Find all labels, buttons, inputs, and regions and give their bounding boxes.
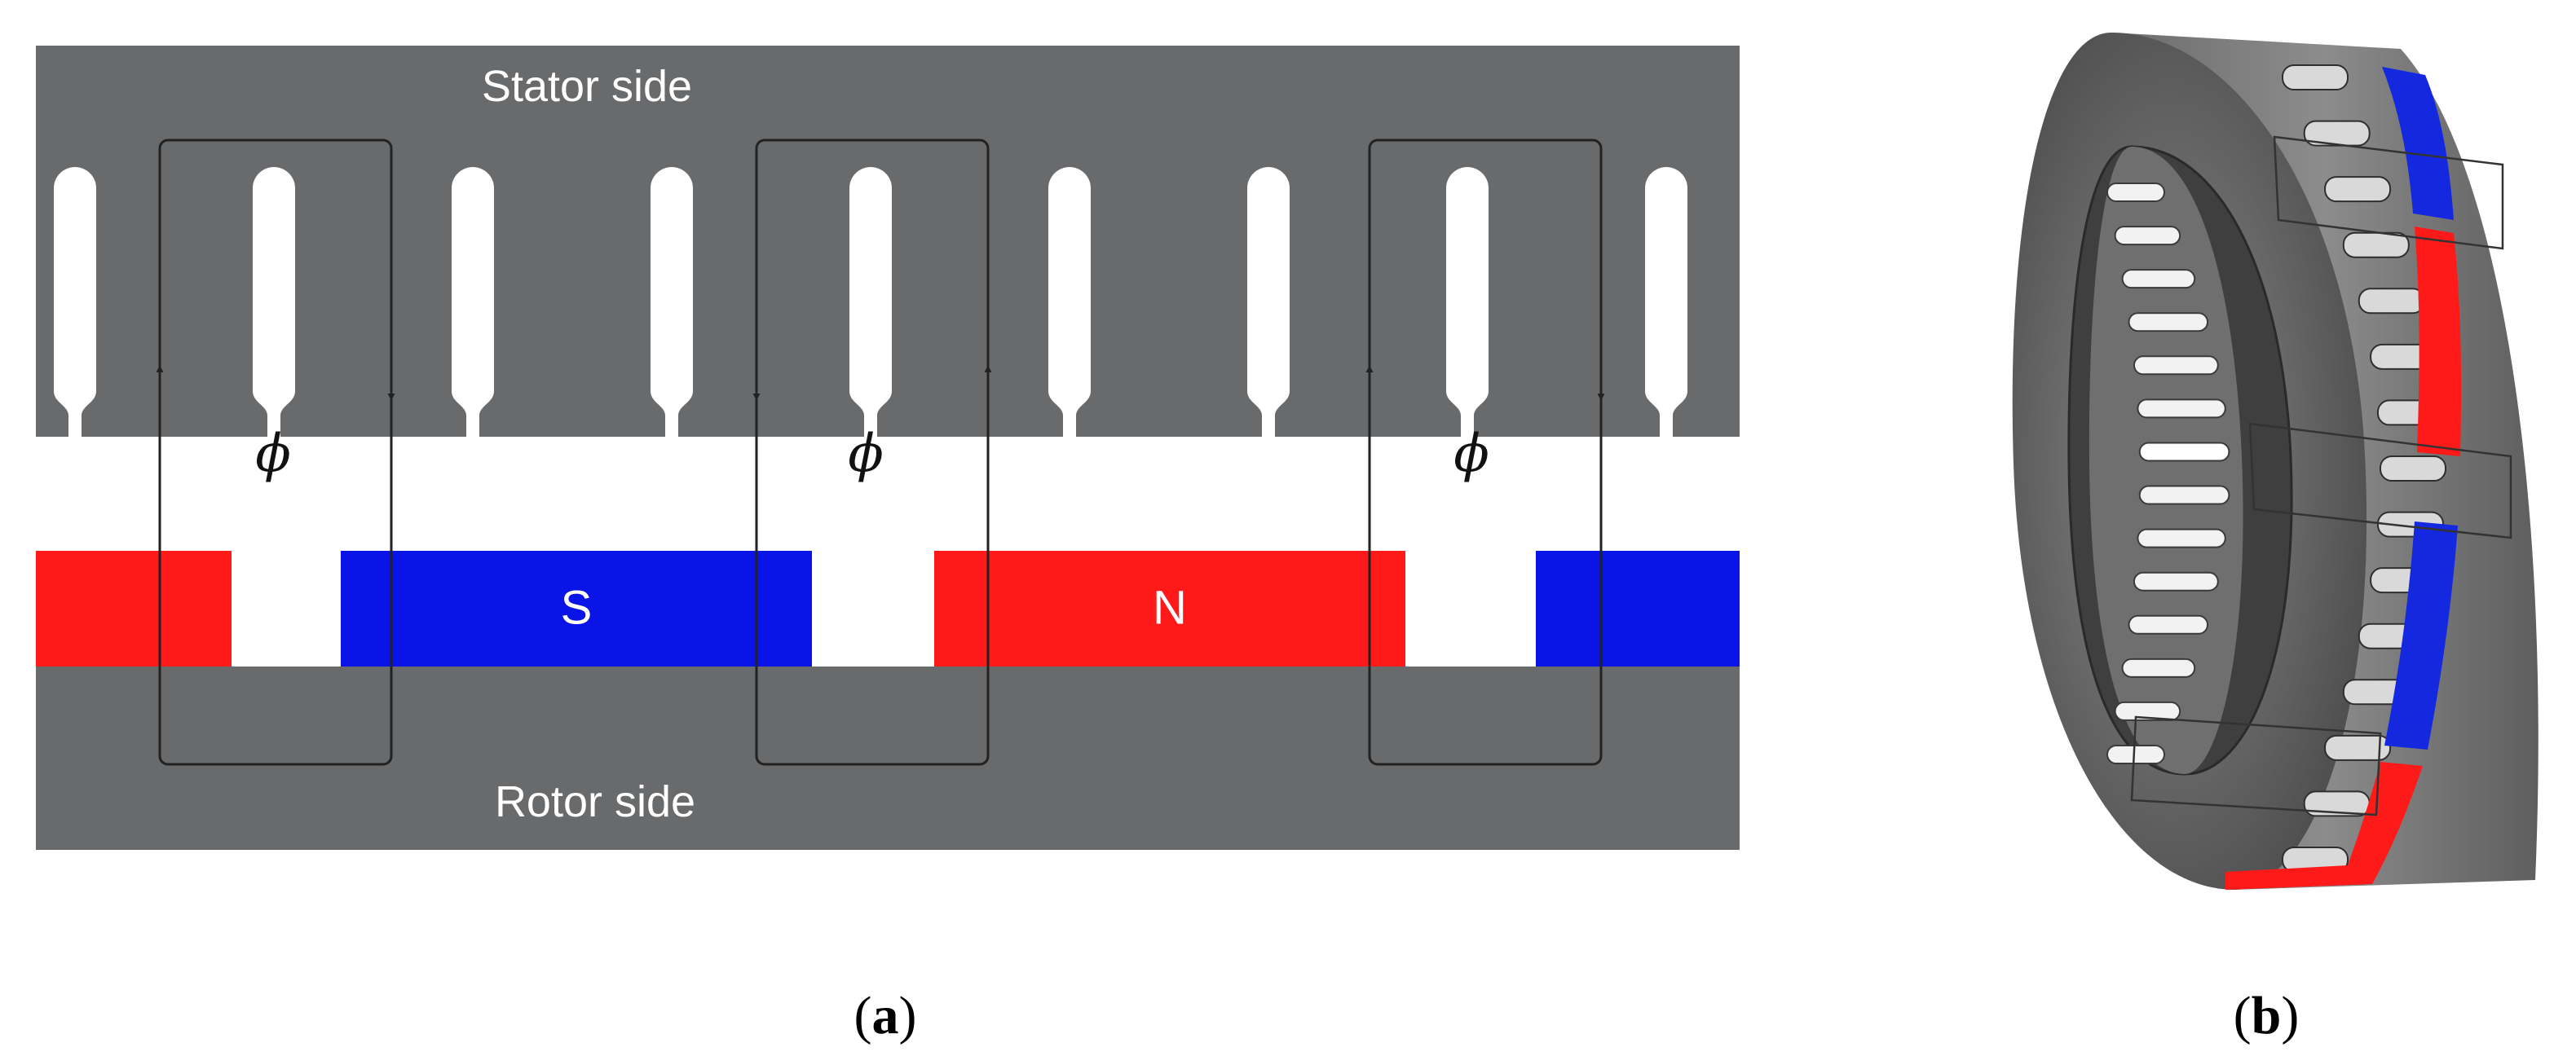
stator-slot — [651, 167, 693, 440]
stator-side-label: Stator side — [482, 62, 692, 111]
magnet-north — [934, 551, 1405, 667]
ring-outer-slot — [2342, 231, 2410, 258]
flux-loop-2 — [755, 139, 990, 766]
stator-slot — [253, 167, 295, 440]
ring-outer-slot — [2380, 455, 2446, 482]
ring-bore-slot — [2106, 183, 2165, 202]
caption-b-letter: b — [2252, 986, 2282, 1045]
ring-bore-slot — [2137, 528, 2226, 548]
ring-outer-slot — [2324, 734, 2392, 761]
ring-magnet-red-1 — [2415, 227, 2462, 456]
stator-slot — [54, 167, 96, 440]
magnet-row: S N — [36, 551, 1740, 667]
ring-bore-slot — [2133, 355, 2219, 376]
air-gap — [36, 437, 1740, 551]
ring-bore-slot — [2114, 701, 2181, 721]
stator-slot — [1048, 167, 1091, 440]
stator-slots — [54, 167, 1687, 440]
caption-a: (a) — [854, 986, 917, 1045]
panel-a-linear-diagram: S N ϕ ϕ ϕ Stator side Rotor side — [36, 46, 1740, 850]
caption-a-close: ) — [899, 986, 917, 1045]
flux-loop-3 — [1368, 139, 1603, 766]
ring-flux-path-1 — [2273, 135, 2504, 250]
rotor-side-label: Rotor side — [495, 777, 695, 826]
caption-b-open: ( — [2234, 986, 2252, 1045]
ring-magnet-red-bottom — [2225, 762, 2423, 890]
rotor-iron — [36, 667, 1740, 850]
ring-bore-slot — [2128, 312, 2209, 332]
ring-bore-slots — [2106, 183, 2230, 764]
magnet-north-left — [36, 551, 232, 667]
stator-slot — [1446, 167, 1489, 440]
ring-outer-slot — [2358, 288, 2425, 315]
ring-flux-paths — [2130, 135, 2512, 816]
ring-outer-slot — [2324, 176, 2392, 203]
ring-bore-slot — [2133, 571, 2219, 592]
caption-a-open: ( — [854, 986, 872, 1045]
caption-b-close: ) — [2281, 986, 2299, 1045]
ring-bore-slot — [2137, 398, 2226, 419]
caption-b: (b) — [2234, 986, 2300, 1045]
flux-symbol-3: ϕ — [1453, 424, 1489, 484]
svg-text:(a): (a) — [854, 986, 917, 1045]
svg-text:(b): (b) — [2234, 986, 2300, 1045]
magnet-label-s: S — [561, 581, 593, 634]
stator-slot — [849, 167, 892, 440]
caption-a-letter: a — [872, 986, 899, 1045]
ring-bore-slot — [2121, 658, 2196, 678]
ring-magnet-blue-mid — [2384, 521, 2458, 750]
magnet-south-right — [1536, 551, 1740, 667]
magnet-label-n: N — [1153, 581, 1187, 634]
flux-loop-1 — [158, 139, 393, 766]
ring-bore-slot — [2138, 485, 2230, 505]
stator-slot — [452, 167, 494, 440]
magnet-south — [341, 551, 812, 667]
flux-loops — [156, 139, 1605, 766]
ring-bore-slot — [2106, 745, 2165, 764]
stator-slot — [1247, 167, 1290, 440]
ring-outer-slot — [2282, 64, 2349, 90]
stator-slot — [1645, 167, 1687, 440]
ring-bore-slot — [2121, 269, 2196, 289]
ring-bore-slot — [2128, 614, 2209, 635]
ring-flux-path-3 — [2130, 715, 2382, 816]
panel-b-3d-ring — [2012, 33, 2539, 890]
ring-bore-slot — [2138, 442, 2230, 462]
ring-flux-path-2 — [2248, 422, 2512, 539]
ring-magnet-blue-top — [2382, 67, 2454, 220]
flux-symbol-1: ϕ — [255, 424, 291, 484]
ring-bore-slot — [2114, 226, 2181, 246]
flux-symbol-2: ϕ — [848, 424, 884, 484]
